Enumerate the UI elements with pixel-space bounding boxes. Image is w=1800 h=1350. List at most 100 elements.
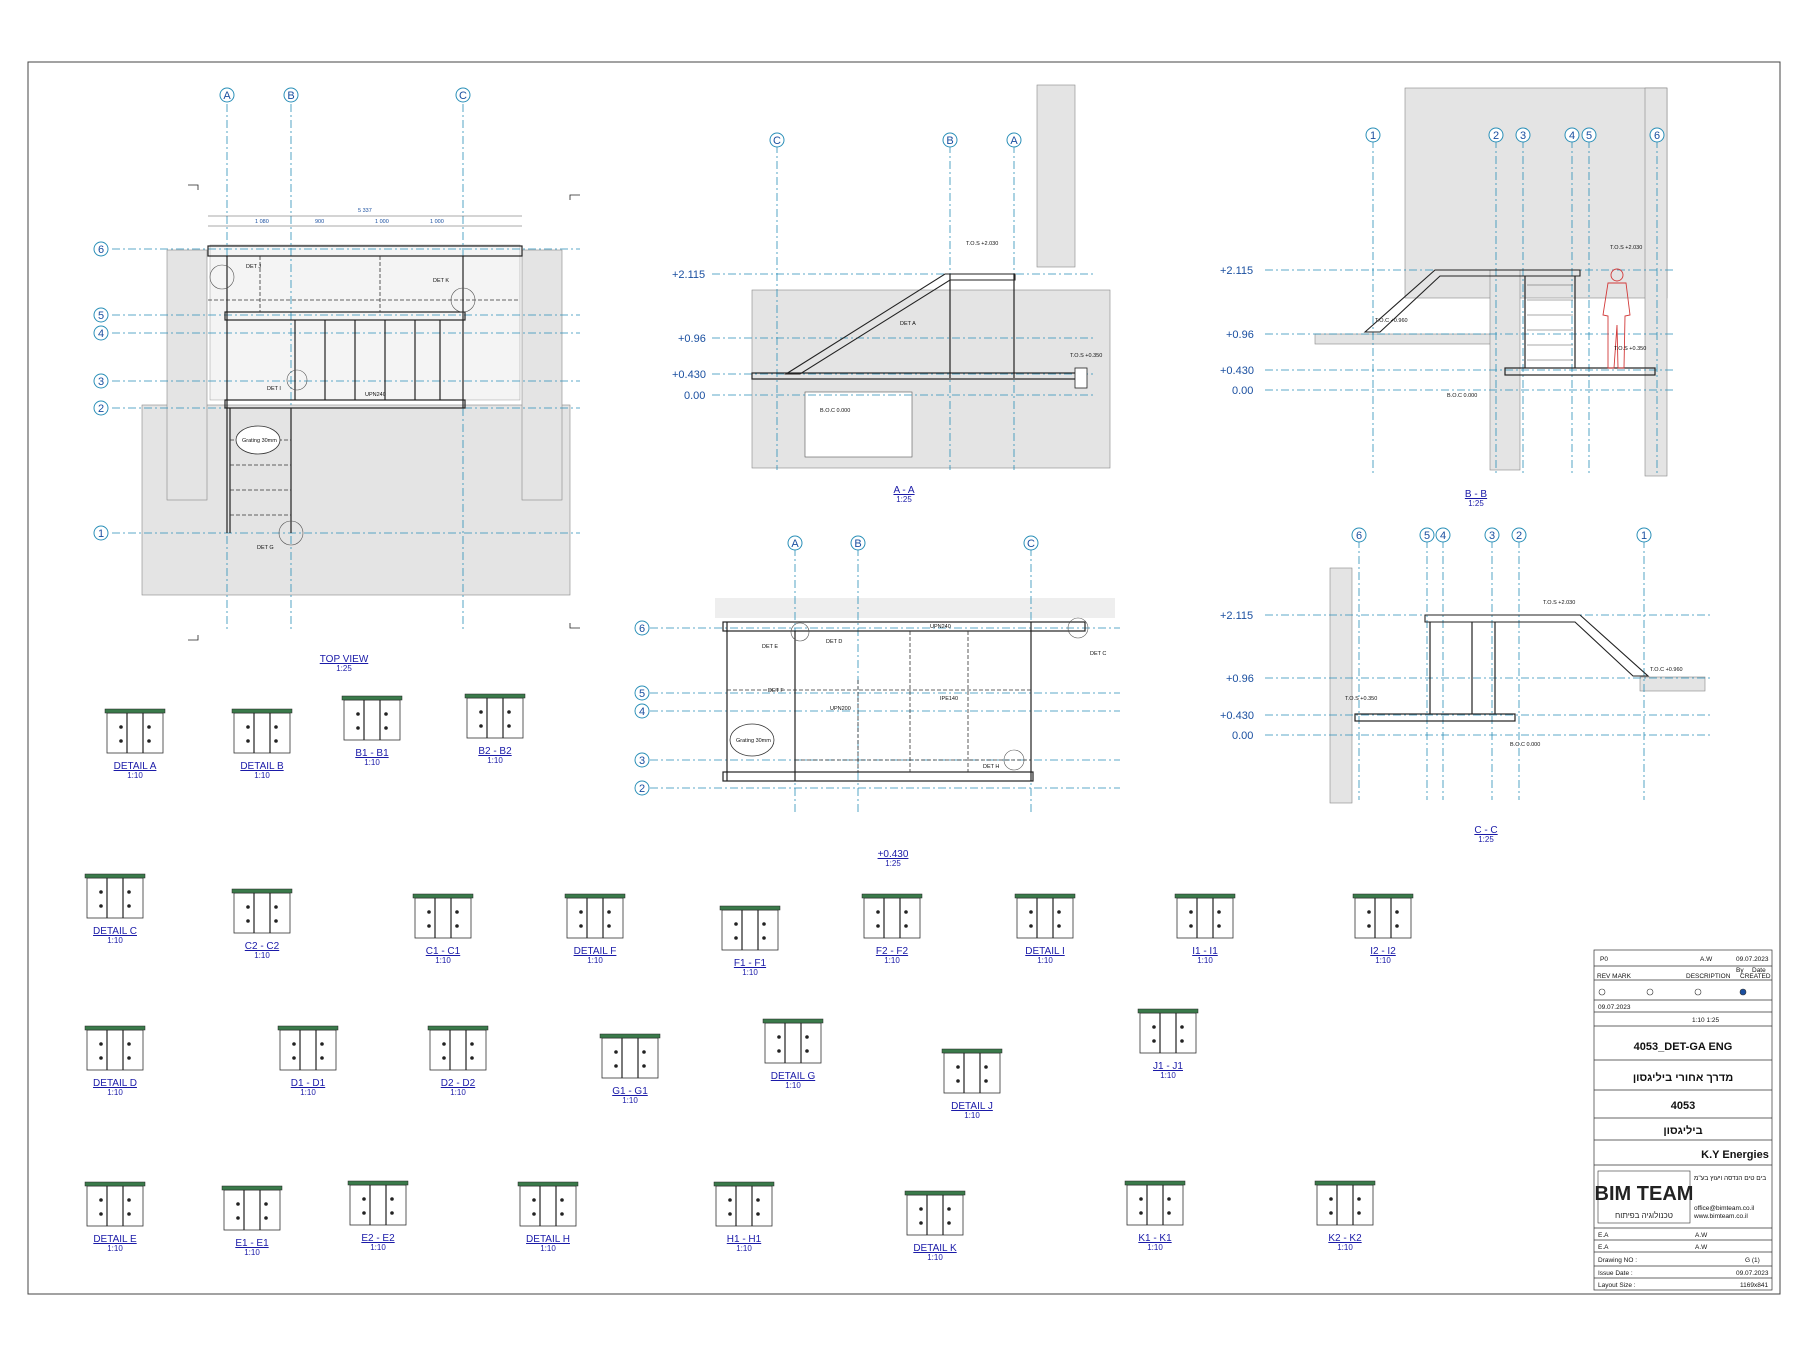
bolt-mark [532,1212,536,1216]
toc-label: T.O.C +0.960 [1375,318,1408,324]
detail-drawing: K1 - K11:10 [1124,1180,1186,1252]
ipe-label: IPE140 [940,696,958,702]
detail-scale: 1:10 [785,1081,801,1090]
bolt-mark [579,910,583,914]
detail-title: DETAIL H [526,1234,570,1245]
detail-scale: 1:10 [107,936,123,945]
detail-outline [715,1185,773,1227]
grid-col-label: C [1027,538,1035,550]
det-k-label: DET K [433,278,449,284]
bolt-mark [1139,1197,1143,1201]
detail-grating [104,708,166,714]
bolt-mark [274,905,278,909]
detail-title: C1 - C1 [426,946,461,957]
section-bb: 1 2 3 4 5 6 +2.115 +0.96 +0.430 0.00 T.O… [1220,87,1675,508]
detail-drawing: E2 - E21:10 [347,1180,409,1252]
level-label: +0.430 [1220,710,1254,722]
detail-grating [1014,893,1076,899]
detail-title: E2 - E2 [361,1233,395,1244]
bolt-mark [442,1042,446,1046]
bolt-mark [1395,910,1399,914]
level-label: +0.96 [1226,329,1254,341]
created-header: CREATED [1740,973,1771,980]
section-bb-title: B - B [1465,489,1488,500]
bolt-mark [947,1221,951,1225]
bolt-mark [470,1056,474,1060]
detail-outline [1016,897,1074,939]
detail-outline [566,897,624,939]
detail-drawing: J1 - J11:10 [1137,1008,1199,1080]
detail-outline [343,699,401,741]
detail-outline [86,1029,144,1071]
grid-col-label: 2 [1493,130,1499,142]
level-label: +0.96 [1226,673,1254,685]
plan-scale: 1:25 [885,859,901,868]
grid-row-label: 1 [98,528,104,540]
bolt-mark [734,936,738,940]
tos-label: T.O.S +0.350 [1614,346,1646,352]
grid-row-label: 3 [98,376,104,388]
tb-scale: 1:10 1:25 [1692,1017,1719,1024]
bolt-mark [805,1049,809,1053]
bolt-mark [99,1056,103,1060]
bolt-mark [455,924,459,928]
detail-scale: 1:10 [487,756,503,765]
bolt-mark [1152,1025,1156,1029]
bolt-mark [320,1042,324,1046]
grid-col-label: C [459,90,467,102]
bolt-mark [1189,910,1193,914]
drawing-name: 4053_DET-GA ENG [1634,1041,1733,1053]
detail-title: C2 - C2 [245,941,280,952]
grid-row-label: 2 [639,783,645,795]
bolt-mark [427,910,431,914]
grid-col-label: A [1010,135,1018,147]
bolt-mark [1029,910,1033,914]
grid-col-label: 5 [1424,530,1430,542]
tos-label: T.O.S +2.030 [1543,600,1575,606]
detail-grating [713,1181,775,1187]
detail-title: K2 - K2 [1328,1233,1362,1244]
bolt-mark [1329,1197,1333,1201]
bolt-mark [99,1212,103,1216]
detail-drawing: F2 - F21:10 [861,893,923,965]
drawer: E.A [1598,1244,1609,1251]
top-view: A B C 6 5 4 3 2 1 Grating 30mm [93,87,580,673]
detail-scale: 1:10 [107,1244,123,1253]
detail-drawing: DETAIL E1:10 [84,1181,146,1253]
boc-label: B.O.C 0.000 [1510,742,1540,748]
detail-outline [106,712,164,754]
bolt-mark [1395,924,1399,928]
bolt-mark [956,1079,960,1083]
detail-title: F1 - F1 [734,958,767,969]
section-aa: C B A +2.115 +0.96 +0.430 0.00 T.O.S +2.… [672,84,1111,504]
bolt-mark [1152,1039,1156,1043]
upn-label: UPN240 [930,624,951,630]
boc-label: B.O.C 0.000 [820,408,850,414]
rev-by: A.W [1700,956,1713,963]
detail-title: F2 - F2 [876,946,909,957]
bolt-mark [390,1211,394,1215]
detail-drawing: B1 - B11:10 [341,695,403,767]
issue-date-label: Issue Date : [1598,1270,1633,1277]
detail-title: I1 - I1 [1192,946,1218,957]
bolt-mark [119,725,123,729]
bolt-mark [99,1198,103,1202]
detail-drawing: D1 - D11:10 [277,1025,339,1097]
company-tagline: טכנולוגיה בפיתוח [1615,1211,1673,1220]
bolt-mark [1180,1025,1184,1029]
level-label: +2.115 [1220,265,1253,277]
detail-drawing: DETAIL K1:10 [904,1190,966,1262]
level-label: 0.00 [1232,730,1253,742]
detail-grating [1174,893,1236,899]
grid-row-label: 5 [98,310,104,322]
bolt-mark [274,725,278,729]
detail-outline [601,1037,659,1079]
plan-title: +0.430 [878,849,909,860]
company-name: בים טים הנדסה ויעוץ בע"מ [1694,1175,1766,1182]
detail-outline [764,1022,822,1064]
upn-label: UPN240 [365,392,386,398]
grid-col-label: A [223,90,231,102]
detail-scale: 1:10 [450,1088,466,1097]
